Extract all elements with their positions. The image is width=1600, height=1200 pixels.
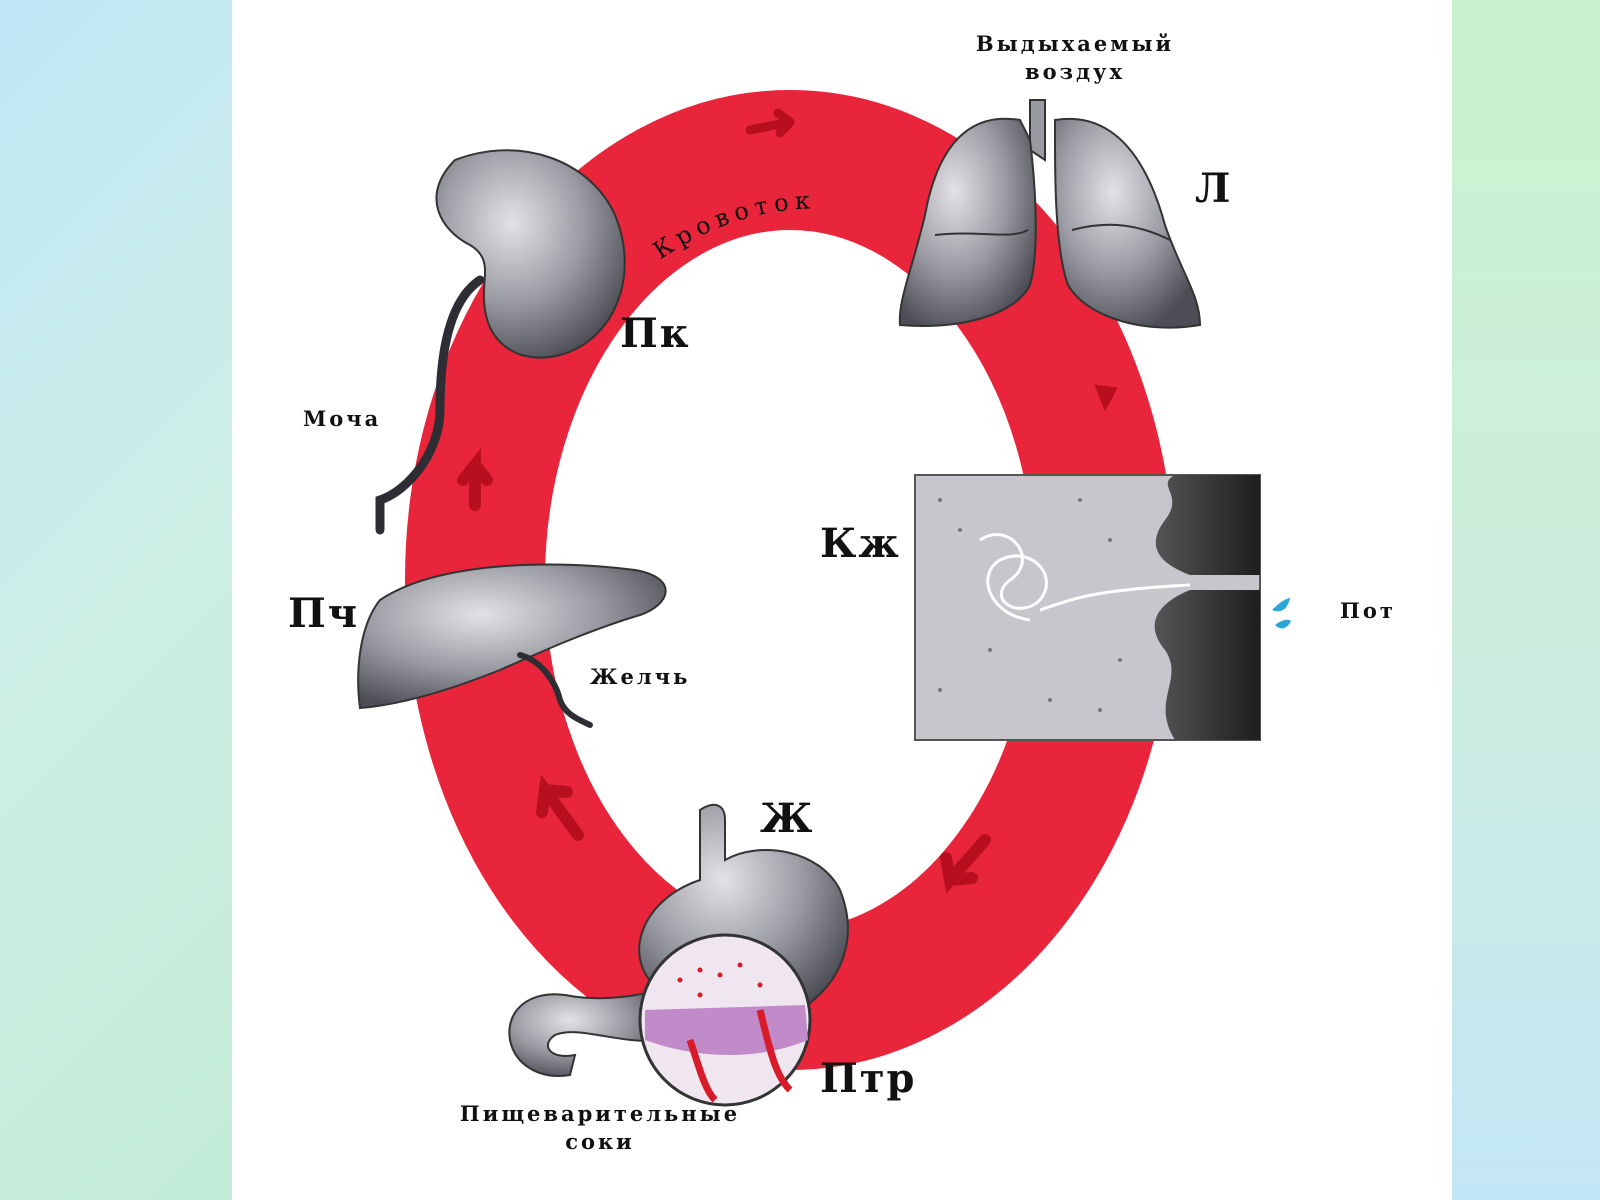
bile-label: Желчь	[590, 664, 691, 689]
intestine-glands-magnifier	[638, 933, 812, 1107]
skin-section-illustration	[914, 474, 1261, 741]
digestive-juices-line1: Пищеварительные	[459, 1101, 741, 1126]
left-gradient-border	[0, 0, 232, 1200]
arrow-bottom-right	[940, 834, 991, 894]
arrow-bottom-left	[536, 774, 584, 841]
digestive-juices-label: Пищеварительные соки	[440, 1100, 760, 1156]
arrow-right	[1094, 384, 1118, 412]
exhaled-air-line1: Выдыхаемый	[975, 31, 1175, 56]
liver-label: Пч	[288, 590, 360, 637]
arrow-top	[745, 108, 795, 138]
urine-label: Моча	[303, 406, 382, 431]
skin-label: Кж	[820, 520, 901, 567]
exhaled-air-label: Выдыхаемый воздух	[955, 30, 1195, 86]
lungs-label: Л	[1195, 165, 1233, 212]
sweat-label: Пот	[1340, 598, 1396, 623]
liver-illustration	[357, 563, 667, 728]
arrow-left	[457, 447, 493, 511]
right-gradient-border	[1452, 0, 1600, 1200]
kidney-label: Пк	[620, 310, 691, 357]
lungs-illustration	[898, 99, 1202, 329]
exhaled-air-line2: воздух	[1025, 59, 1125, 84]
digestive-juices-line2: соки	[565, 1129, 635, 1154]
intestine-glands-label: Птр	[820, 1055, 917, 1102]
flow-arrows	[457, 108, 1118, 894]
kidney-illustration	[375, 149, 626, 535]
sweat-drops	[1272, 598, 1291, 629]
stomach-label: Ж	[760, 795, 815, 842]
